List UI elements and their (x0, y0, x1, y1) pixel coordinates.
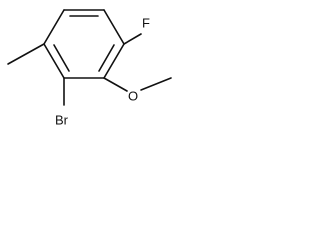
bromine-atom-label: Br (55, 112, 69, 127)
ring-bond-top-left (43, 9, 65, 45)
methoxy-methyl-bond (140, 77, 172, 91)
chemical-structure: F O Br (7, 9, 172, 127)
methoxy-oxygen-bond (103, 77, 128, 92)
ring-bond-bottom-right-inner (98, 44, 115, 72)
ring-bond-bottom-right (103, 43, 125, 79)
fluoro-bond (123, 33, 142, 45)
ring-bond-bottom-left (43, 43, 65, 79)
methyl-bond (7, 43, 45, 65)
oxygen-atom-label: O (128, 88, 138, 103)
ring-bond-top-right (103, 9, 125, 45)
ring-bond-bottom-left-inner (53, 44, 70, 72)
fluorine-atom-label: F (142, 15, 150, 30)
